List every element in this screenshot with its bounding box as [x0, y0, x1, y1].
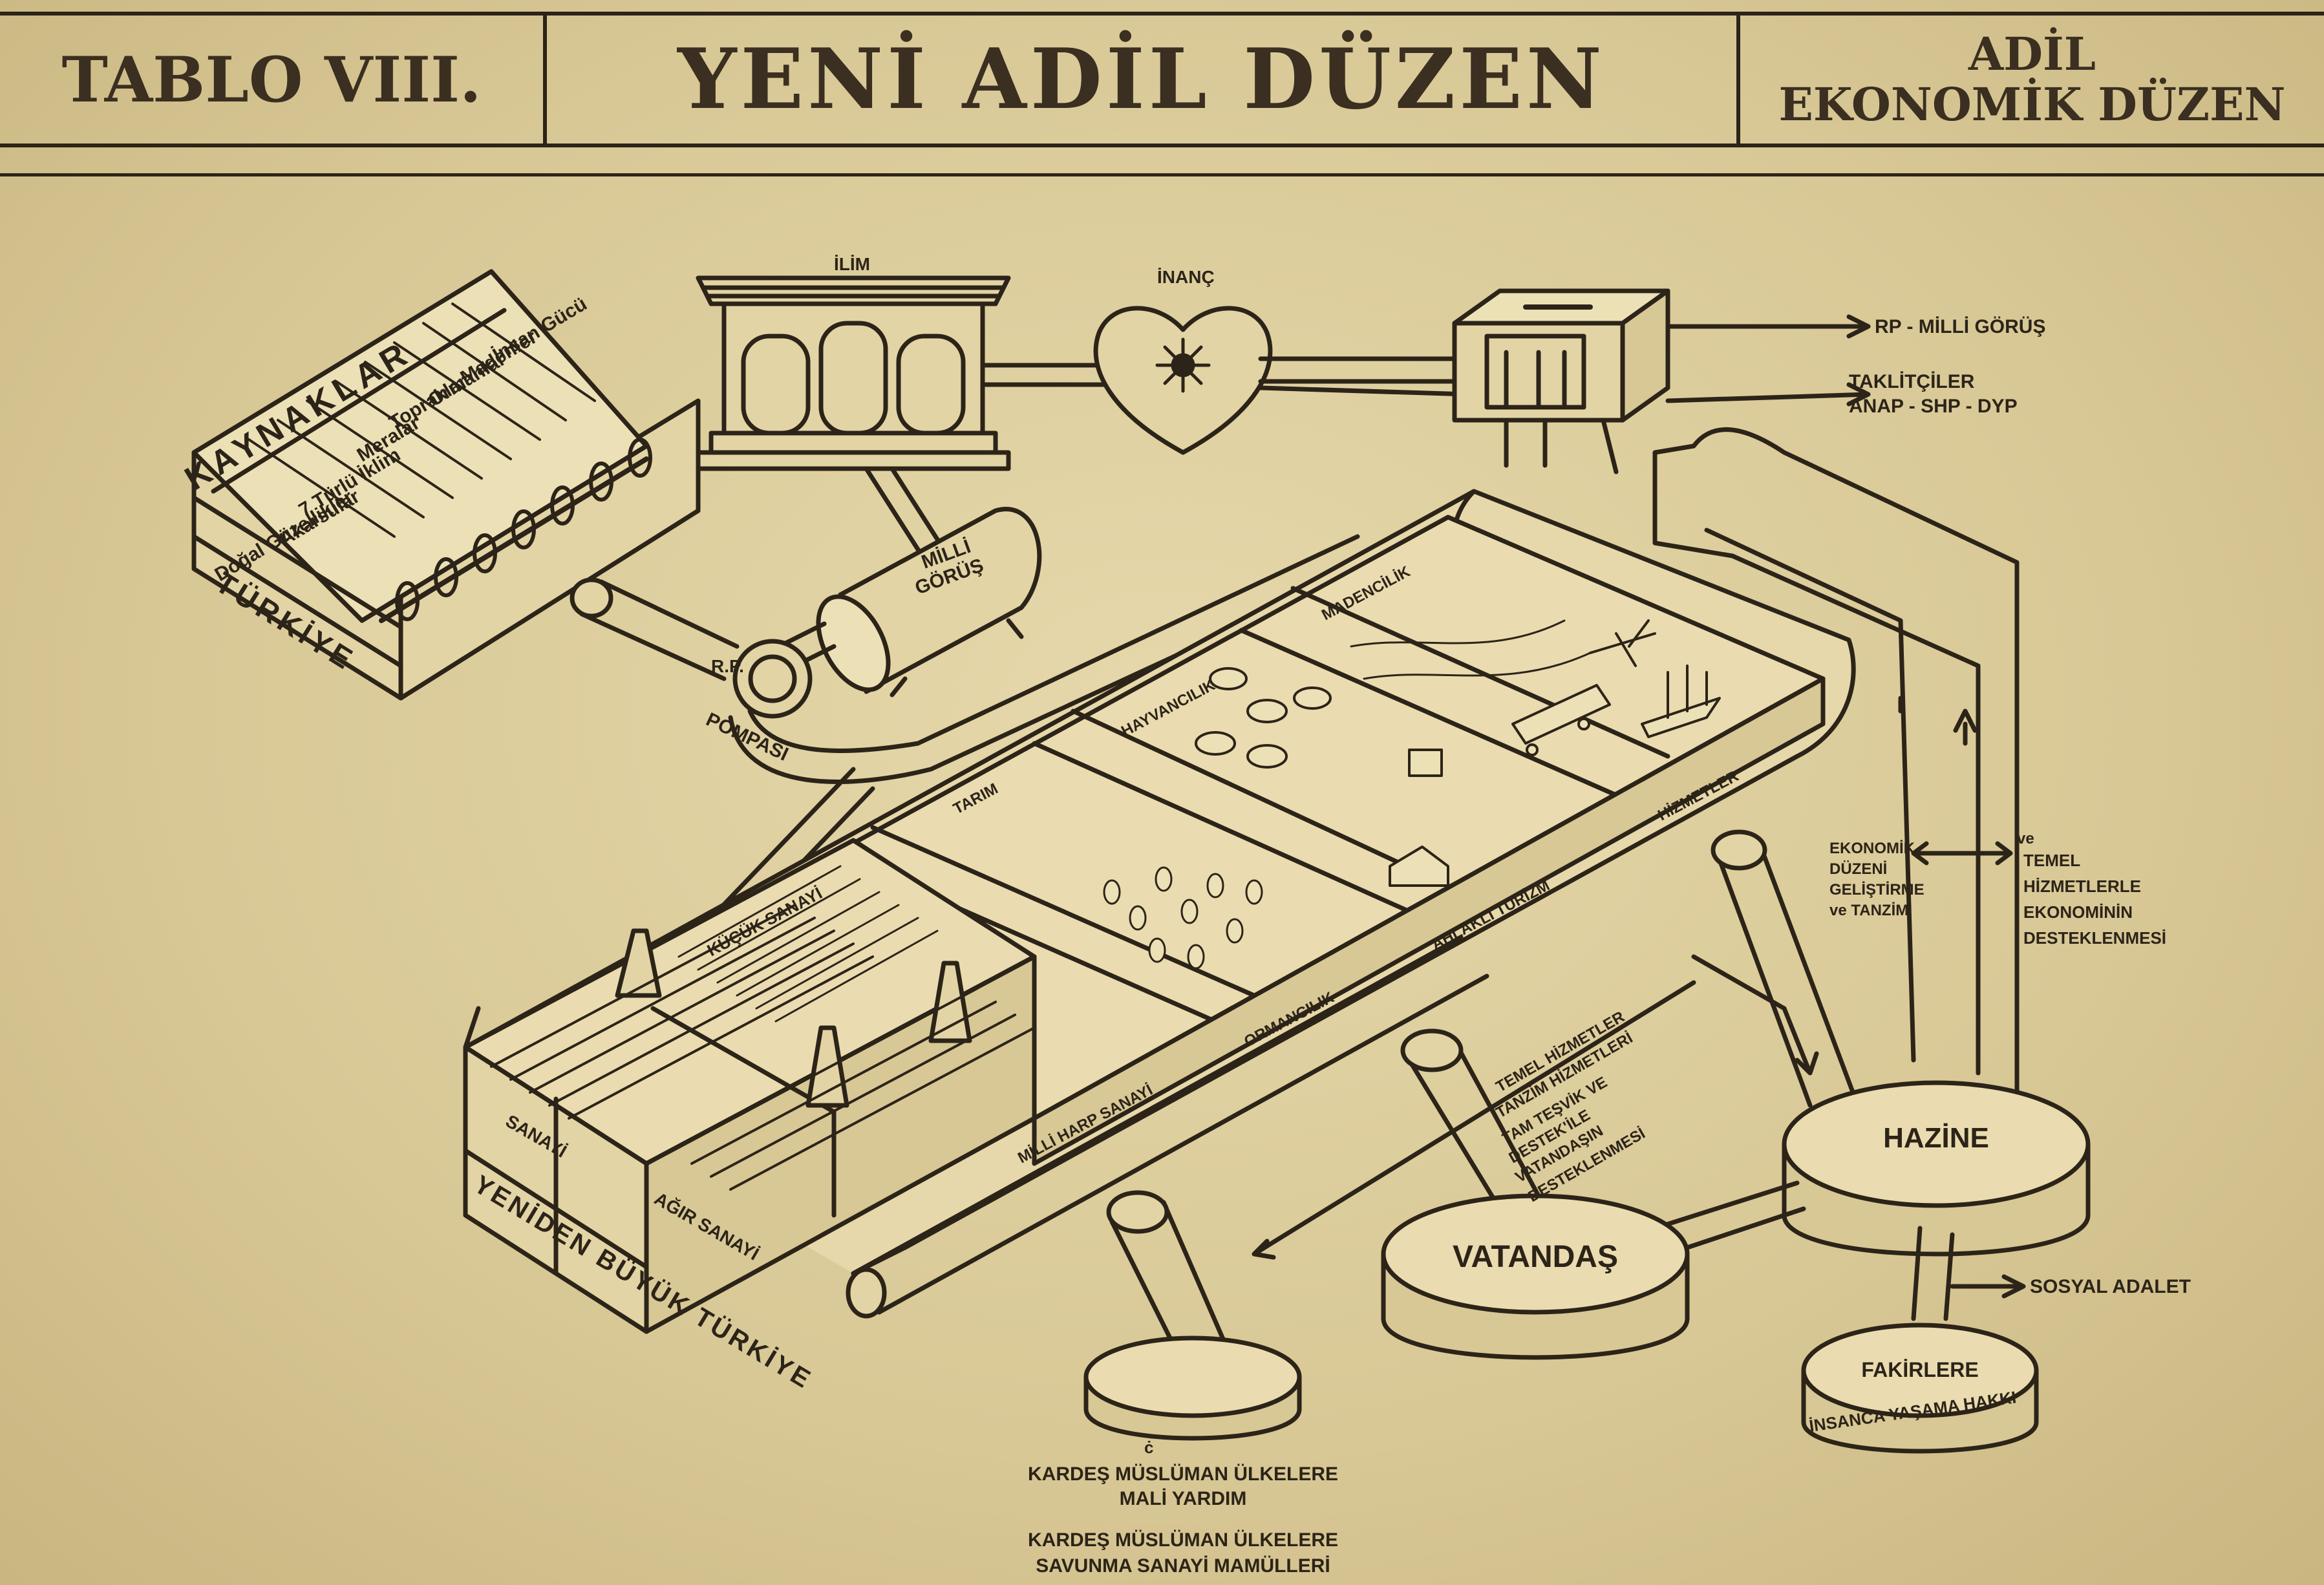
channel-arrow-line: [1252, 954, 1787, 1260]
bottom-line-3: KARDEŞ MÜSLÜMAN ÜLKELERE: [1028, 1529, 1338, 1551]
inanc-label: İNANÇ: [1157, 267, 1215, 287]
vatandas-label: VATANDAŞ: [1453, 1240, 1618, 1274]
fakirlere-label: FAKİRLERE: [1861, 1358, 1978, 1381]
pipe-hazine-to-vatandas: [1652, 1180, 1806, 1257]
flow-ekonomik-duzen-4: ve TANZİM: [1829, 902, 1908, 919]
pipe-channel-to-vatandas: [1407, 1038, 1541, 1211]
pipe-mouth-hazine: [1711, 829, 1767, 871]
pipe-hazine-to-fakirlere: [1911, 1226, 1955, 1321]
rp-milli-gorus-label: RP - MİLLİ GÖRÜŞ: [1875, 316, 2045, 337]
ship-icon: [1641, 665, 1721, 738]
pipe-ilim-to-inanc: [980, 363, 1108, 387]
flow-ekonomik-duzen-1: EKONOMİK: [1829, 840, 1915, 857]
header-bar: [0, 12, 2324, 147]
ballot-box: [1452, 288, 1670, 423]
hazine-label: HAZİNE: [1883, 1122, 1989, 1154]
sosyal-adalet-label: SOSYAL ADALET: [2030, 1276, 2191, 1297]
flow-temel-hizmetler-3: HİZMETLERLE: [2023, 877, 2141, 896]
taklitciler-label: TAKLİTÇİLER: [1849, 371, 1975, 392]
pipe-mouth-muslim: [1106, 1190, 1169, 1234]
vatandas-node: [1381, 1193, 1690, 1360]
subtitle-line-2: EKONOMİK DÜZEN: [1778, 78, 2286, 131]
bottom-mark: ċ: [1144, 1438, 1153, 1457]
loop-pipe-right: [1652, 427, 2020, 1101]
hazine-node: [1782, 1080, 2091, 1257]
pipe-ilim-to-tank: [864, 466, 946, 552]
arrow-rp: [1665, 314, 1871, 339]
factory-roofs: [490, 904, 1036, 1191]
turizm-house-icon: [1389, 749, 1449, 887]
pipe-pump-to-fields: [463, 534, 1380, 1069]
subtitle: ADİL EKONOMİK DÜZEN: [1740, 12, 2324, 147]
muslim-countries-node: [1083, 1335, 1302, 1441]
subtitle-line-1: ADİL: [1968, 27, 2096, 81]
header-rule: [0, 173, 2324, 176]
rp-pump: [732, 639, 813, 719]
ilim-label: İLİM: [834, 254, 870, 274]
bottom-line-2: MALİ YARDIM: [1120, 1488, 1247, 1509]
resources-book: [191, 269, 701, 701]
arrow-taklitciler: [1665, 382, 1871, 407]
flow-temel-hizmetler-1: ve: [2017, 830, 2034, 847]
arrow-to-hazine: [1782, 1006, 1819, 1076]
flow-ekonomik-duzen-3: GELİŞTİRME: [1829, 881, 1924, 899]
flow-temel-hizmetler-5: DESTEKLENMESİ: [2023, 928, 2166, 948]
parties-label: ANAP - SHP - DYP: [1849, 396, 2018, 417]
truck-icon: [1511, 684, 1611, 756]
pipe-inanc-to-ballot: [1258, 356, 1470, 397]
arrow-sosyal-adalet: [1950, 1274, 2026, 1299]
airplane-icon: [1589, 619, 1656, 667]
hayvancilik-sheep-icons: [1195, 667, 1332, 769]
bottom-line-4: SAVUNMA SANAYİ MAMÜLLERİ: [1036, 1555, 1330, 1577]
pipe-channel-to-hazine: [1717, 838, 1858, 1108]
flow-temel-hizmetler-4: EKONOMİNİN: [2023, 902, 2133, 922]
star-icon: [1155, 337, 1211, 393]
field-textures: [677, 619, 1592, 1023]
inner-loop-arrow: [1704, 527, 1978, 1063]
page-title: YENİ ADİL DÜZEN: [547, 12, 1740, 147]
bidirectional-arrow: [1911, 841, 2013, 866]
milli-gorus-tank: [770, 507, 1042, 697]
ballot-drips: [1504, 418, 1619, 474]
pipe-resources-to-pump: [579, 579, 740, 681]
bottom-line-1: KARDEŞ MÜSLÜMAN ÜLKELERE: [1028, 1463, 1338, 1485]
flow-ekonomik-duzen-2: DÜZENİ: [1829, 860, 1887, 878]
fakirlere-node: [1801, 1323, 2039, 1454]
ilim-building: [696, 275, 1011, 471]
ormancilik-tree-icons: [1103, 866, 1263, 970]
flow-temel-hizmetler-2: TEMEL: [2023, 851, 2080, 870]
table-number: TABLO VIII.: [0, 12, 547, 147]
pipe-mouth: [570, 577, 613, 619]
pump-label-rp: R.P.: [711, 656, 744, 676]
pipe-mouth-vatandas: [1400, 1028, 1464, 1072]
